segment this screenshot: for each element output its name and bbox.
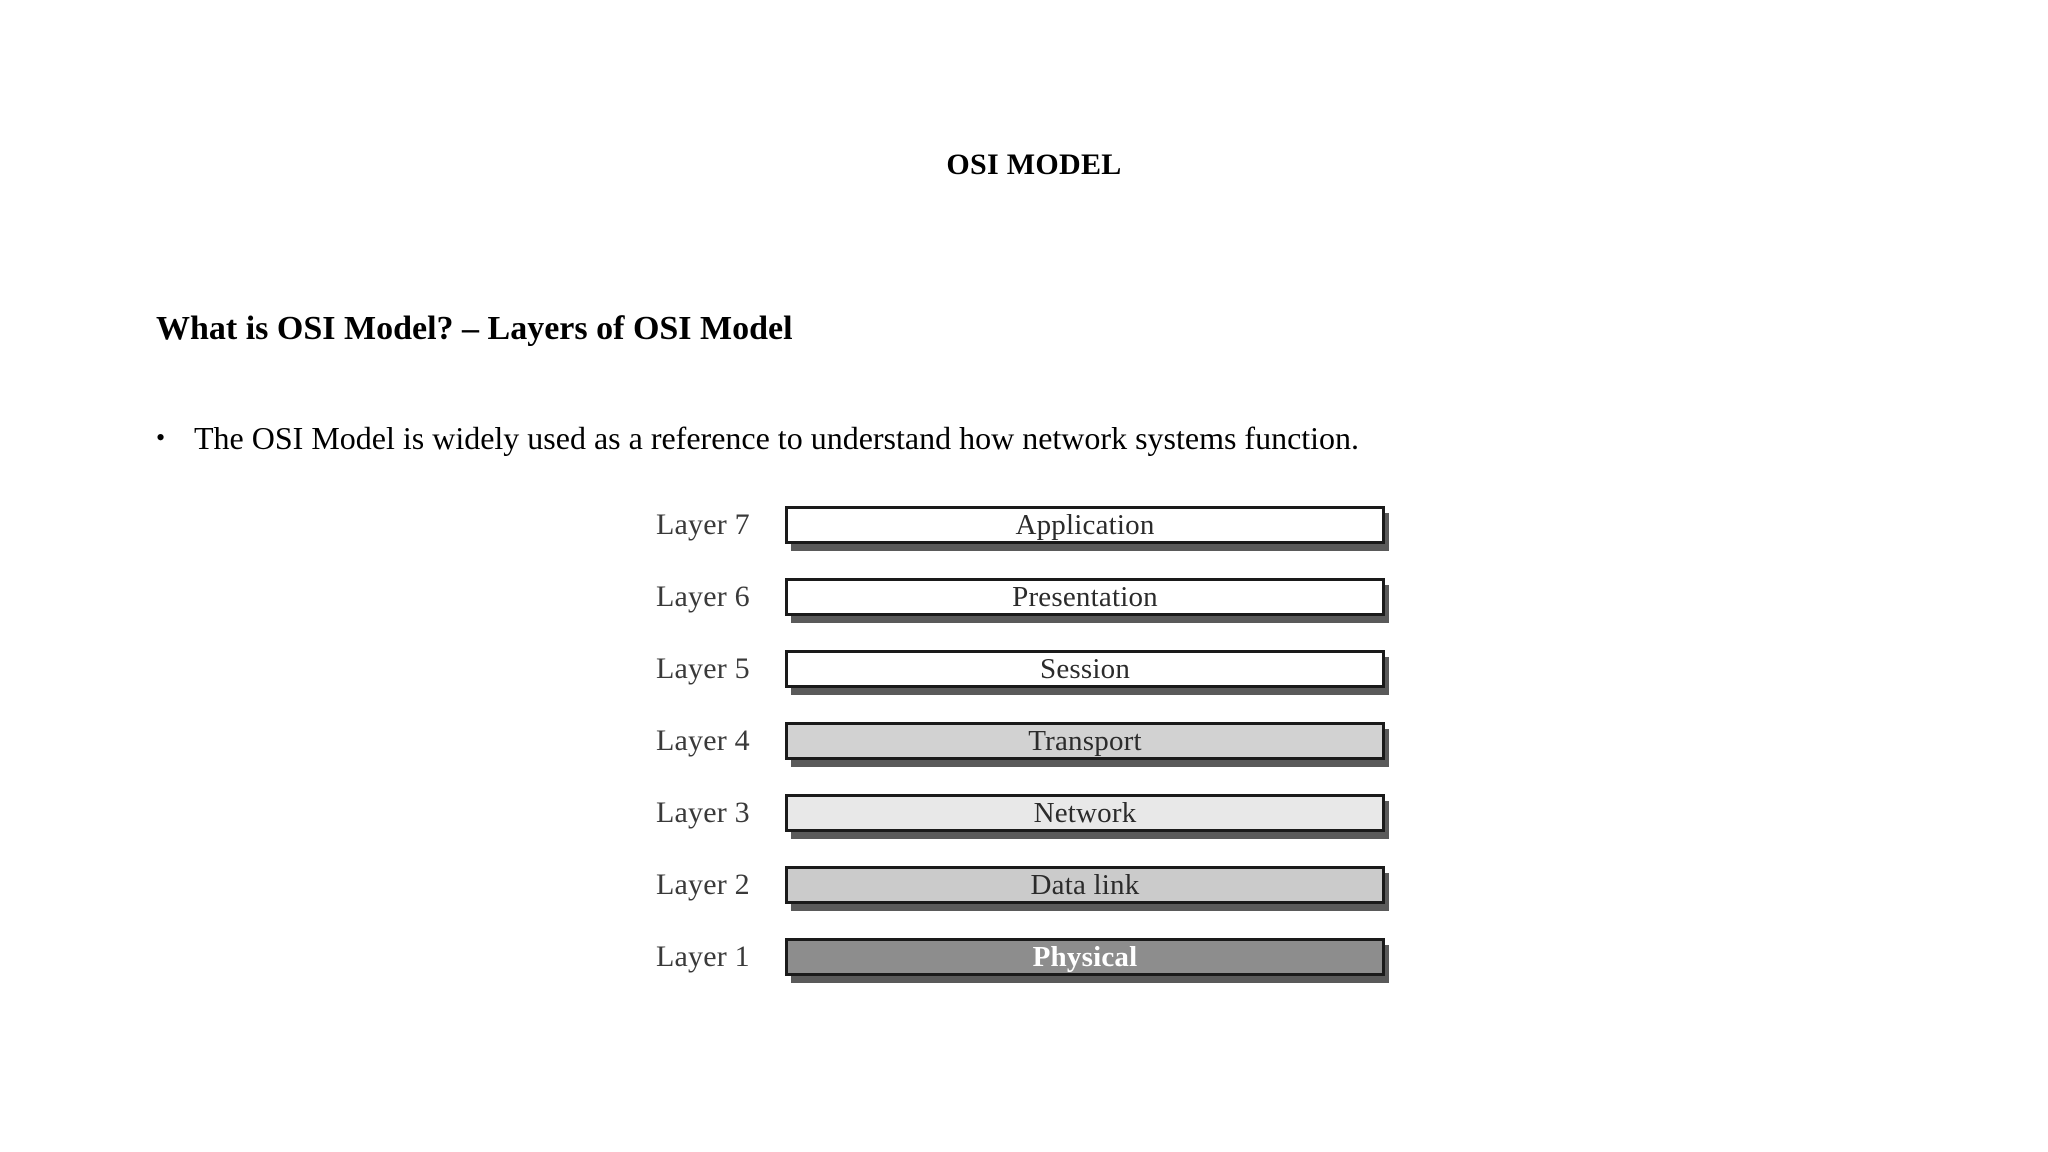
osi-layer-name: Transport	[1028, 725, 1142, 757]
bullet-list-item: • The OSI Model is widely used as a refe…	[156, 416, 1359, 460]
osi-layer-box[interactable]: Physical	[785, 938, 1385, 976]
osi-layer-box[interactable]: Presentation	[785, 578, 1385, 616]
osi-layer-name: Presentation	[1012, 581, 1158, 613]
osi-layer-box-wrapper: Presentation	[785, 578, 1389, 623]
page-title: OSI MODEL	[0, 148, 2048, 182]
osi-layer-name: Application	[1015, 509, 1155, 541]
osi-layer-number-label: Layer 6	[656, 580, 750, 613]
osi-layer-name: Physical	[1032, 941, 1138, 973]
bullet-point-icon: •	[156, 423, 166, 452]
page-title-text: OSI MODEL	[946, 148, 1122, 181]
osi-layer-number-label: Layer 1	[656, 940, 750, 973]
osi-layer-box-wrapper: Network	[785, 794, 1389, 839]
osi-layer-box[interactable]: Data link	[785, 866, 1385, 904]
osi-layer-number-label: Layer 3	[656, 796, 750, 829]
osi-layer-row: Layer 1 Physical	[656, 926, 1396, 986]
osi-layer-number-label: Layer 5	[656, 652, 750, 685]
osi-layer-row: Layer 2 Data link	[656, 854, 1396, 926]
osi-layer-box[interactable]: Session	[785, 650, 1385, 688]
osi-layer-box-wrapper: Data link	[785, 866, 1389, 911]
osi-layer-name: Data link	[1030, 869, 1140, 901]
osi-layer-box[interactable]: Network	[785, 794, 1385, 832]
osi-layer-number-label: Layer 4	[656, 724, 750, 757]
osi-layer-box[interactable]: Application	[785, 506, 1385, 544]
osi-layer-box-wrapper: Application	[785, 506, 1389, 551]
osi-layer-number-label: Layer 7	[656, 508, 750, 541]
bullet-item-text: The OSI Model is widely used as a refere…	[194, 420, 1360, 456]
osi-layer-row: Layer 5 Session	[656, 638, 1396, 710]
osi-layer-name: Session	[1039, 653, 1131, 685]
osi-layer-row: Layer 6 Presentation	[656, 566, 1396, 638]
osi-layer-row: Layer 7 Application	[656, 494, 1396, 566]
section-heading: What is OSI Model? – Layers of OSI Model	[156, 310, 793, 347]
osi-layer-box[interactable]: Transport	[785, 722, 1385, 760]
osi-layer-number-label: Layer 2	[656, 868, 750, 901]
osi-layer-row: Layer 4 Transport	[656, 710, 1396, 782]
osi-layer-box-wrapper: Session	[785, 650, 1389, 695]
osi-layer-box-wrapper: Physical	[785, 938, 1389, 983]
osi-layer-box-wrapper: Transport	[785, 722, 1389, 767]
osi-layer-row: Layer 3 Network	[656, 782, 1396, 854]
osi-layer-name: Network	[1033, 797, 1137, 829]
